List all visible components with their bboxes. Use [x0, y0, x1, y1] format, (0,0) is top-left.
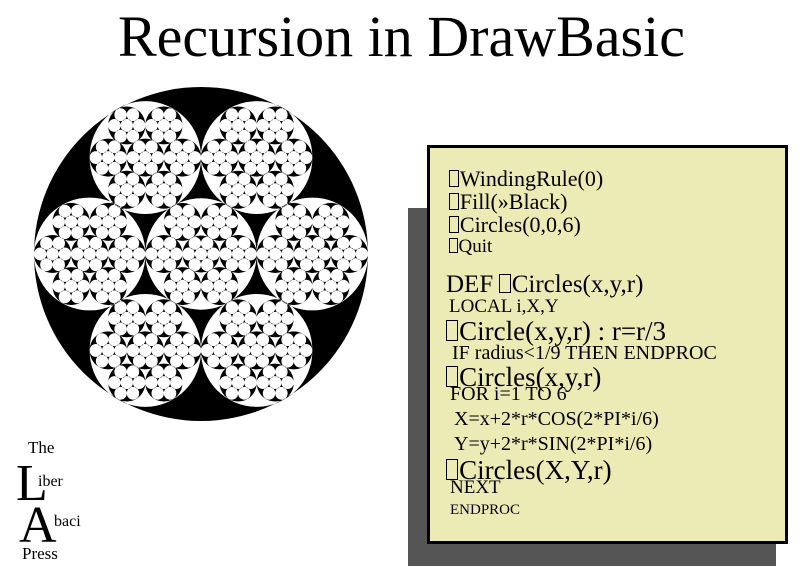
- logo-a: A: [19, 497, 57, 554]
- missing-glyph-icon: [446, 366, 459, 388]
- missing-glyph-icon: [449, 215, 459, 234]
- code-line: NEXT: [450, 477, 501, 498]
- missing-glyph-icon: [446, 459, 459, 481]
- code-line: Quit: [449, 237, 492, 256]
- slide-title: Recursion in DrawBasic: [118, 4, 685, 69]
- code-panel: WindingRule(0) Fill(»Black) Circles(0,0,…: [427, 145, 788, 544]
- logo-l: L: [16, 455, 48, 512]
- logo-iber: iber: [38, 473, 63, 490]
- code-line: WindingRule(0): [449, 168, 603, 190]
- code-line: IF radius<1/9 THEN ENDPROC: [452, 342, 717, 364]
- code-line: Circle(x,y,r) : r=r/3: [446, 318, 666, 345]
- logo-press: Press: [22, 544, 58, 563]
- code-line: Circles(0,0,6): [449, 214, 581, 236]
- code-line: Fill(»Black): [449, 191, 567, 213]
- recursive-circles-figure: [33, 87, 369, 421]
- code-line: Circles(x,y,r): [446, 364, 601, 391]
- code-line: ENDPROC: [450, 502, 521, 518]
- code-line: FOR i=1 TO 6: [450, 383, 567, 405]
- missing-glyph-icon: [449, 238, 458, 253]
- fractal-circles-path: [33, 87, 369, 421]
- logo-the: The: [28, 438, 55, 457]
- missing-glyph-icon: [449, 192, 459, 211]
- missing-glyph-icon: [446, 320, 459, 342]
- code-line: Y=y+2*r*SIN(2*PI*i/6): [454, 433, 653, 455]
- code-line: X=x+2*r*COS(2*PI*i/6): [454, 408, 659, 430]
- missing-glyph-icon: [499, 273, 511, 294]
- code-line: Circles(X,Y,r): [446, 457, 612, 484]
- logo-baci: baci: [54, 513, 81, 530]
- code-line: LOCAL i,X,Y: [449, 296, 559, 317]
- code-line: DEF Circles(x,y,r): [446, 271, 644, 298]
- missing-glyph-icon: [449, 169, 459, 188]
- liber-abaci-press-logo: The L iber A baci Press: [16, 436, 126, 576]
